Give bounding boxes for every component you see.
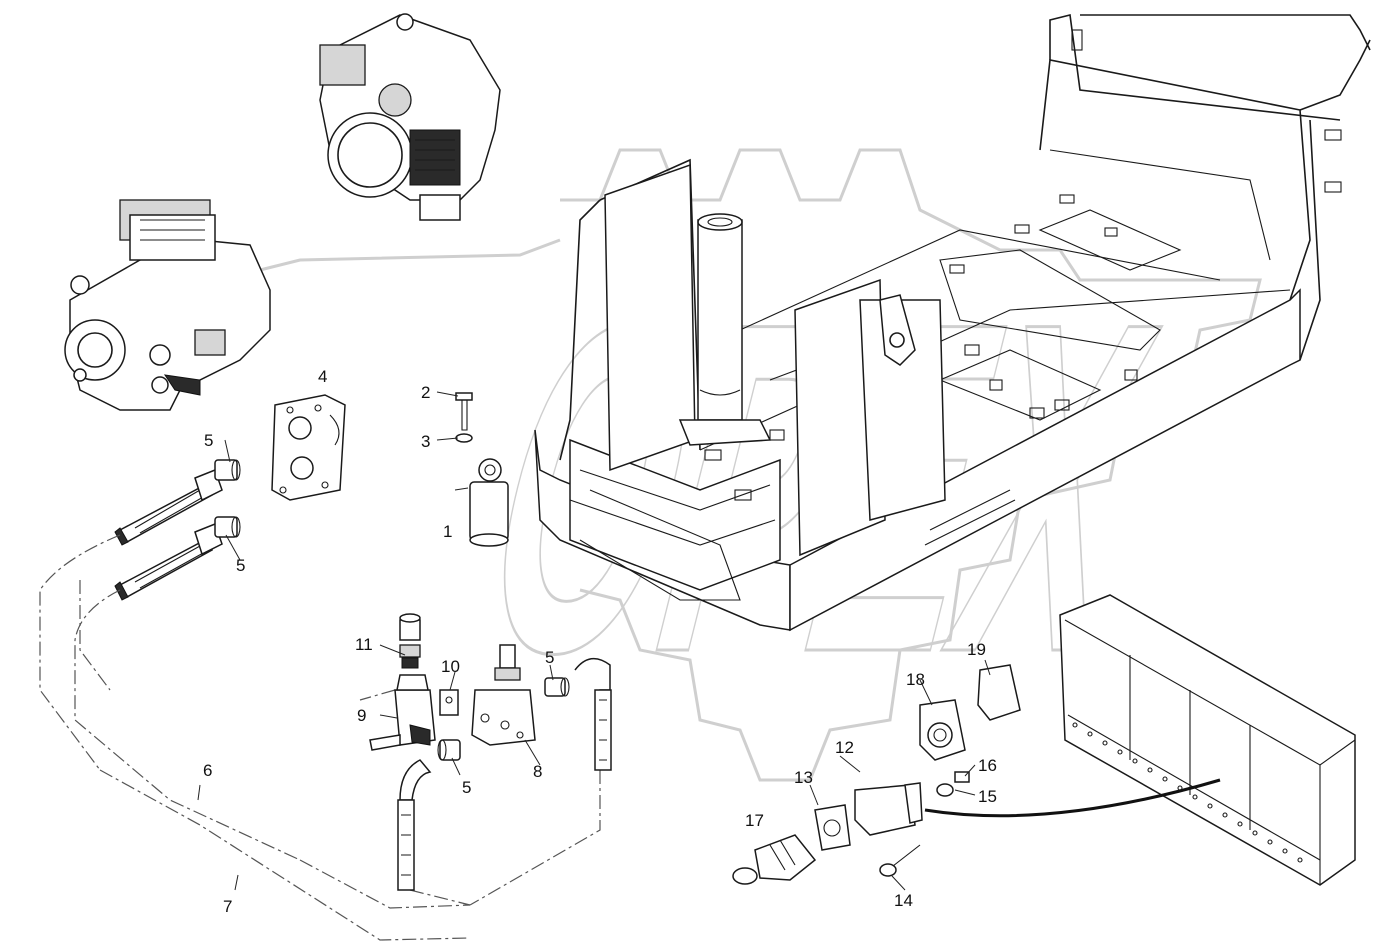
hose-elbow-left [397, 759, 432, 891]
callout-5c: 5 [545, 648, 554, 667]
callout-14: 14 [894, 891, 913, 910]
callout-13: 13 [794, 768, 813, 787]
callout-18: 18 [906, 670, 925, 689]
control-box [1059, 594, 1356, 886]
cover-19 [977, 664, 1021, 721]
bolt-14 [879, 844, 921, 877]
callout-8: 8 [533, 762, 542, 781]
clamp-10 [439, 689, 459, 716]
callout-11: 11 [355, 635, 373, 654]
callout-17: 17 [745, 811, 764, 830]
leader-lines [197, 391, 991, 891]
callout-5b: 5 [236, 556, 245, 575]
plate-13 [814, 804, 851, 851]
fitting-15-16 [936, 771, 970, 797]
callout-2: 2 [421, 383, 430, 402]
frame-cutouts [704, 29, 1342, 501]
callout-5a: 5 [204, 431, 213, 450]
hydraulic-pump [64, 199, 271, 411]
cable-harness [924, 778, 1221, 818]
callout-1: 1 [443, 522, 452, 541]
chassis-frame [534, 14, 1371, 632]
watermark-gear-outline [259, 148, 1262, 782]
callout-10: 10 [441, 657, 460, 676]
steering-column [678, 213, 772, 446]
hose-left-upper [114, 469, 223, 546]
callout-19: 19 [967, 640, 986, 659]
hose-left-lower [114, 523, 223, 601]
switch-18 [919, 699, 966, 761]
fitting-11 [399, 613, 421, 669]
callout-12: 12 [835, 738, 854, 757]
callout-3: 3 [421, 432, 430, 451]
callout-5d: 5 [462, 778, 471, 797]
fitting-5d [437, 739, 461, 761]
hose-elbow-right [574, 657, 612, 771]
callout-15: 15 [978, 787, 997, 806]
gearbox [319, 13, 501, 221]
hose-routing-lines [39, 534, 601, 941]
callout-4: 4 [318, 367, 327, 386]
callout-9: 9 [357, 706, 366, 725]
callout-6: 6 [203, 761, 212, 780]
callout-7: 7 [223, 897, 232, 916]
fitting-5b [214, 516, 241, 538]
bracket-12 [854, 782, 923, 836]
manifold-plate [271, 394, 346, 501]
lifting-eye-assembly [454, 392, 509, 547]
fitting-5c [544, 677, 570, 697]
callout-16: 16 [978, 756, 997, 775]
fitting-5a [214, 459, 241, 481]
valve-block-8 [471, 644, 536, 746]
callout-labels: 1 2 3 4 5 5 5 5 6 7 8 9 10 11 12 13 14 1… [203, 367, 997, 916]
connector-17 [732, 834, 817, 885]
valve-9 [369, 674, 436, 751]
